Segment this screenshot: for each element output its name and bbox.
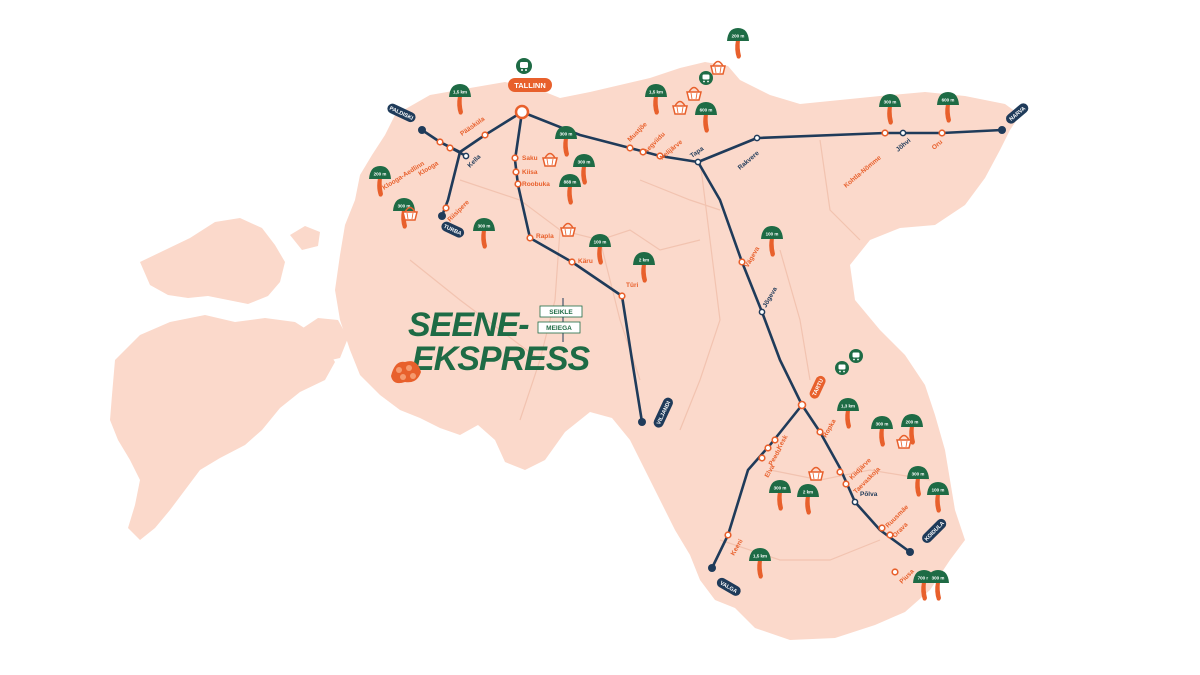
rail-endpoints — [418, 104, 1006, 572]
mushroom-icon: 300 m — [871, 416, 893, 447]
mushroom-icon: 300 m — [927, 570, 949, 601]
rail-tartu-valga — [710, 403, 804, 570]
distance-label: 1,5 km — [453, 90, 467, 95]
mainland — [335, 62, 1020, 640]
train-icon — [835, 361, 849, 375]
signpost-top: SEIKLE — [539, 305, 583, 318]
basket-icon — [686, 86, 702, 101]
plain-stops — [462, 129, 907, 506]
mushroom-icon: 300 m — [473, 218, 495, 249]
distance-label: 700 m — [918, 576, 931, 581]
distance-label: 2 km — [639, 258, 649, 263]
mushroom-icon: 2 km — [633, 252, 655, 283]
basket-icon — [402, 206, 418, 221]
mushroom-icon: 600 m — [937, 92, 959, 123]
mushroom-icon: 100 m — [589, 234, 611, 265]
station-label: Kiisa — [522, 169, 538, 176]
basket-icon — [710, 60, 726, 75]
distance-label: 100 m — [932, 488, 945, 493]
orange-stops — [436, 129, 946, 576]
mushroom-icon: 1,3 km — [837, 398, 859, 429]
distance-label: 300 m — [884, 100, 897, 105]
distance-label: 600 m — [942, 98, 955, 103]
distance-label: 2 km — [803, 490, 813, 495]
mushroom-icon: 300 m — [879, 94, 901, 125]
land-masses — [110, 62, 1020, 640]
distance-label: 300 m — [932, 576, 945, 581]
distance-label: 300 m — [398, 204, 411, 209]
mushroom-icon: 200 m — [369, 166, 391, 197]
mushroom-icon: 1,5 km — [749, 548, 771, 579]
mushroom-icon: 300 m — [769, 480, 791, 511]
rail-tallinn-viljandi — [513, 110, 644, 424]
basket-icon — [808, 466, 824, 481]
distance-label: 100 m — [594, 240, 607, 245]
saaremaa-island — [110, 315, 335, 540]
distance-label: 1,5 km — [649, 90, 663, 95]
station-label: Saku — [522, 155, 538, 162]
basket-icon — [672, 100, 688, 115]
hiiumaa-island — [140, 218, 285, 304]
mushroom-icon: 300 m — [555, 126, 577, 157]
svg-text:TALLINN: TALLINN — [514, 81, 546, 90]
distance-label: 300 m — [912, 472, 925, 477]
station-label: Käru — [578, 258, 593, 265]
train-markers — [516, 58, 863, 375]
mushroom-cluster-icon — [391, 361, 421, 384]
title-line-1: SEENE- — [408, 306, 529, 344]
train-icon — [849, 349, 863, 363]
distance-label: 888 m — [564, 180, 577, 185]
signpost-bottom: MEIEGA — [537, 321, 581, 334]
distance-label: 300 m — [876, 422, 889, 427]
vormsi-island — [290, 226, 320, 250]
mushroom-icon: 300 m — [907, 466, 929, 497]
distance-label: 1,3 km — [841, 404, 855, 409]
mushroom-icon: 2 km — [797, 484, 819, 515]
distance-label: 200 m — [732, 34, 745, 39]
distance-label: 200 m — [906, 420, 919, 425]
basket-icon — [542, 152, 558, 167]
distance-label: 300 m — [578, 160, 591, 165]
county-borders — [409, 139, 931, 561]
svg-text:SEIKLE: SEIKLE — [549, 309, 573, 316]
mushroom-icon: 1,5 km — [645, 84, 667, 115]
station-label: Türi — [626, 282, 638, 289]
rail-tapa-tartu — [696, 160, 804, 407]
title-block: SEENE- EKSPRESS SEIKLE MEIEGA — [391, 298, 591, 384]
mushroom-icon: 888 m — [559, 174, 581, 205]
mushroom-icon: 100 m — [927, 482, 949, 513]
station-label: Põlva — [860, 491, 878, 498]
svg-text:MEIEGA: MEIEGA — [546, 325, 572, 332]
distance-label: 300 m — [560, 132, 573, 137]
mushroom-icon: 200 m — [727, 28, 749, 59]
train-icon — [516, 58, 532, 74]
distance-label: 300 m — [478, 224, 491, 229]
badge-tallinn: TALLINN — [508, 78, 552, 92]
distance-label: 600 m — [700, 108, 713, 113]
distance-label: 1,5 km — [753, 554, 767, 559]
basket-icon — [896, 434, 912, 449]
mushroom-icon: 600 m — [695, 102, 717, 133]
station-label: Rapla — [536, 233, 554, 240]
mushroom-icon: 100 m — [761, 226, 783, 257]
distance-label: 300 m — [774, 486, 787, 491]
mushroom-icon: 300 m — [573, 154, 595, 185]
muhu-island — [300, 318, 348, 362]
title-line-2: EKSPRESS — [412, 340, 590, 378]
basket-icon — [560, 222, 576, 237]
distance-label: 100 m — [766, 232, 779, 237]
mushroom-icon: 1,5 km — [449, 84, 471, 115]
station-label: Roobuka — [522, 181, 550, 188]
distance-label: 200 m — [374, 172, 387, 177]
train-icon — [699, 71, 713, 85]
basket-markers — [402, 60, 912, 481]
